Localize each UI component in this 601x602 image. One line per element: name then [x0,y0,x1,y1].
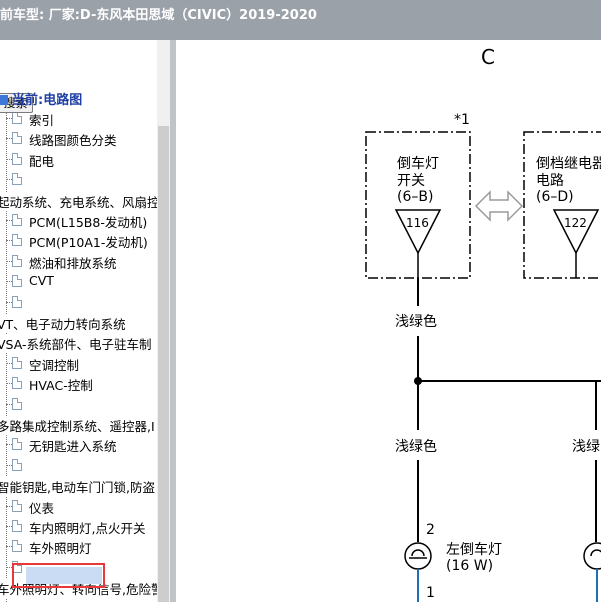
tree-item[interactable]: 配电 [6,150,156,169]
tree-item[interactable]: HVAC-控制 [6,374,156,393]
wire-color-3: 浅绿 [572,439,600,455]
switch-label-2: 开关 [397,173,425,189]
tree-section-label[interactable]: VSA-系统部件、电子驻车制 [0,334,152,353]
document-icon [12,438,22,450]
left-lamp-icon [404,542,432,570]
relay-label-1: 倒档继电器 [536,156,601,172]
tree-item[interactable] [6,456,156,474]
tree-item-label: 配电 [29,154,55,169]
connector-title: C [481,45,495,69]
switch-label-1: 倒车灯 [397,155,439,172]
bidirectional-arrow-icon [474,190,524,222]
tree-item[interactable]: 空调控制 [6,354,156,373]
selection-highlight-box [12,563,105,588]
document-icon [12,500,22,512]
tree-item[interactable]: 仪表 [6,497,156,516]
tree-item[interactable]: 线路图颜色分类 [6,129,156,148]
tree-item[interactable]: CVT [6,272,156,290]
tree-item-label: 无钥匙进入系统 [29,439,117,454]
tree-item-label: 空调控制 [29,358,80,373]
tree-section-label[interactable]: 多路集成控制系统、遥控器,I [0,416,155,435]
tree-item[interactable] [6,293,156,311]
document-icon [12,112,22,124]
document-icon [12,377,22,389]
tree-view: 索引线路图颜色分类配电起动系统、充电系统、风扇控 PCM(L15B8-发动机) PC… [0,40,164,602]
tree-section-label[interactable]: 起动系统、充电系统、风扇控 [0,192,160,211]
switch-pin: 116 [406,216,429,230]
document-icon [12,173,22,185]
search-button[interactable]: 搜索 [0,93,33,113]
wire-color-2: 浅绿色 [395,438,437,455]
tree-item[interactable]: PCM(L15B8-发动机) [6,211,156,230]
tree-item-label: 索引 [29,113,55,128]
document-icon [12,540,22,552]
lamp-label-2: (16 W) [446,558,493,574]
tree-item-label: HVAC-控制 [29,378,93,393]
panel-splitter[interactable] [170,40,176,602]
tree-scrollbar[interactable] [157,40,170,602]
relay-circuit-box [523,131,601,279]
document-icon [12,132,22,144]
tree-item[interactable] [6,395,156,413]
tree-item[interactable]: 车外照明灯 [6,537,156,556]
relay-pin: 122 [564,216,587,230]
tree-item[interactable]: 无钥匙进入系统 [6,435,156,454]
lamp-pin-bottom: 1 [426,585,435,601]
tree-item-label: PCM(P10A1-发动机) [29,235,148,250]
document-icon [12,459,22,471]
tree-item[interactable] [6,170,156,188]
tree-item[interactable]: 车内照明灯,点火开关 [6,517,156,536]
document-icon [12,234,22,246]
tree-item-label: CVT [29,273,54,288]
lamp-label-1: 左倒车灯 [446,541,502,558]
tree-item-label: 车内照明灯,点火开关 [29,521,146,536]
folder-icon [0,95,8,105]
switch-label-3: (6–B) [397,189,433,205]
current-section-node[interactable]: 当前:电路图 [0,89,82,108]
title-bar: 前车型: 厂家:D-东风本田思域（CIVIC）2019-2020 [0,0,601,40]
document-icon [12,153,22,165]
tree-section-label[interactable]: VT、电子动力转向系统 [0,314,126,333]
document-icon [12,275,22,287]
document-icon [12,214,22,226]
tree-item-label: 燃油和排放系统 [29,256,117,271]
wire-color-1: 浅绿色 [395,313,437,330]
tree-section-label[interactable]: 智能钥匙,电动车门门锁,防盗 [0,477,155,496]
document-icon [12,296,22,308]
relay-label-2: 电路 [536,173,564,189]
note-ref: *1 [454,112,470,128]
document-icon [12,520,22,532]
document-icon [12,255,22,267]
relay-terminal-icon [552,209,600,255]
tree-item[interactable]: 燃油和排放系统 [6,252,156,271]
current-section-label: 当前:电路图 [12,93,83,108]
navigation-panel: 索引线路图颜色分类配电起动系统、充电系统、风扇控 PCM(L15B8-发动机) PC… [0,40,170,602]
switch-terminal-icon [394,209,442,255]
scrollbar-thumb[interactable] [158,126,169,602]
tree-item-label: 车外照明灯 [29,541,92,556]
right-lamp-icon [583,542,601,570]
wiring-diagram-svg: C *1 倒车灯 开关 (6–B) 116 倒档继电器 电路 (6–D) 122… [365,45,601,602]
tree-item-label: 线路图颜色分类 [29,133,117,148]
vehicle-title: 前车型: 厂家:D-东风本田思域（CIVIC）2019-2020 [0,8,317,23]
tree-item-label: PCM(L15B8-发动机) [29,215,148,230]
wiring-diagram: C *1 倒车灯 开关 (6–B) 116 倒档继电器 电路 (6–D) 122… [176,40,601,602]
tree-item-label: 仪表 [29,501,55,516]
document-icon [12,357,22,369]
relay-label-3: (6–D) [536,189,574,205]
document-icon [12,398,22,410]
tree-item[interactable]: PCM(P10A1-发动机) [6,231,156,250]
lamp-pin-top: 2 [426,522,435,538]
